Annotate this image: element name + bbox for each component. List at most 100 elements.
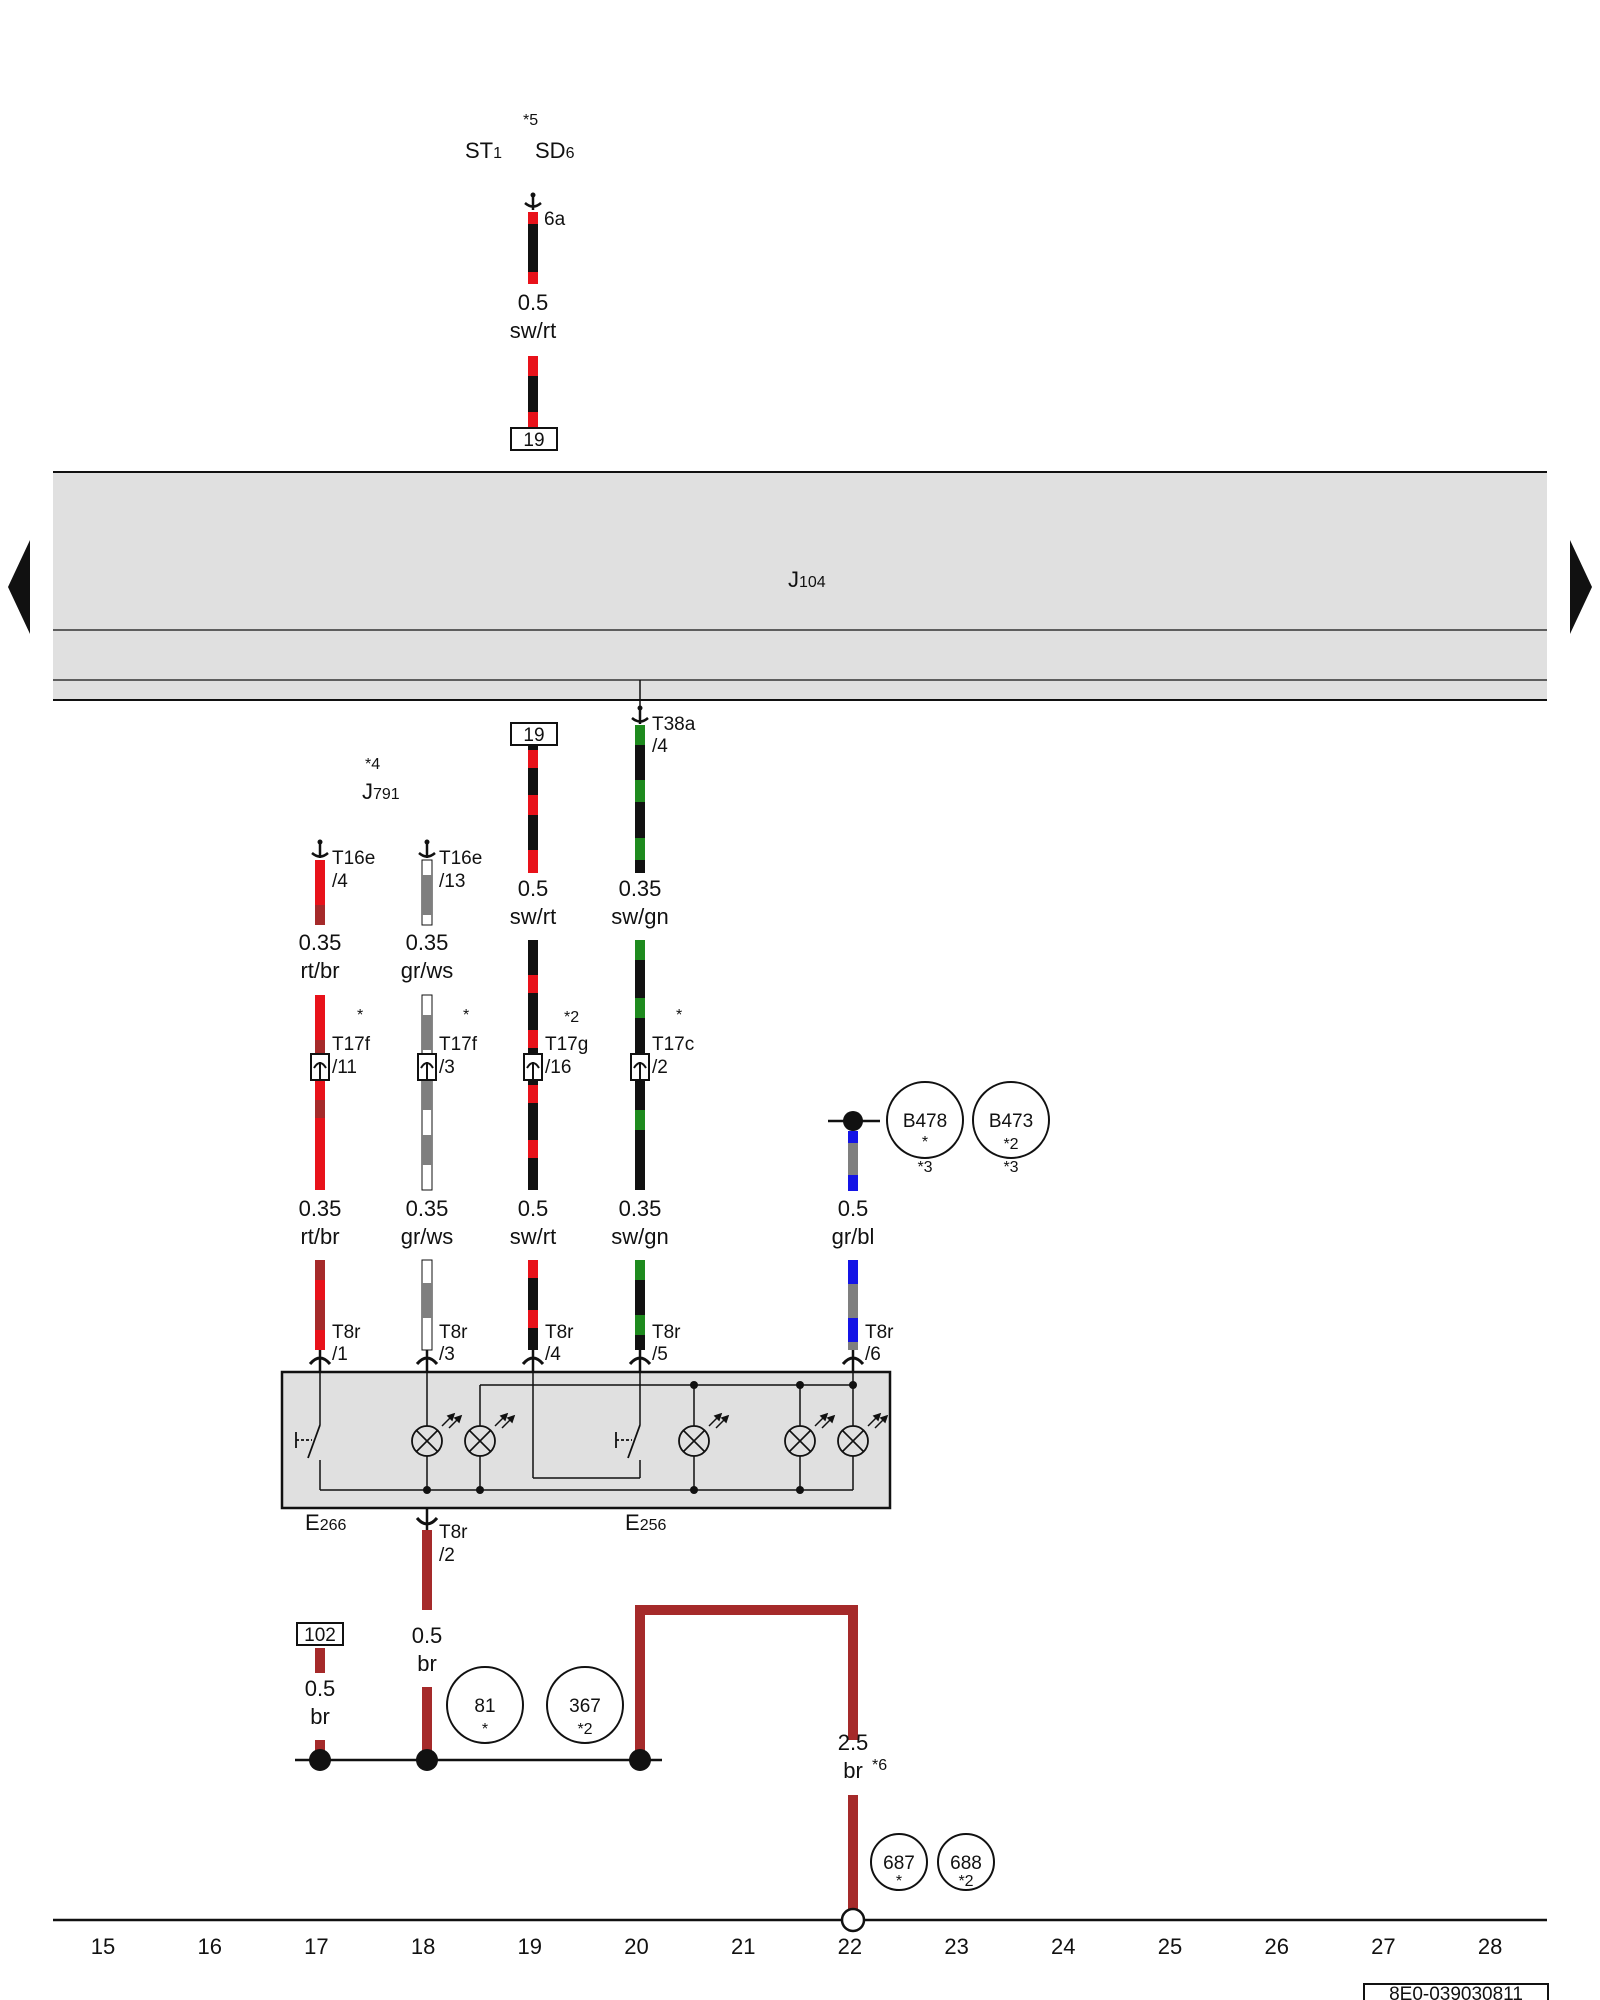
- t17f-3-pin: /3: [439, 1057, 455, 1078]
- b473-label: B473: [989, 1111, 1033, 1132]
- wire-20a-color: sw/gn: [611, 904, 668, 929]
- column-number: 17: [304, 1934, 328, 1959]
- ref-102: 102: [304, 1625, 336, 1646]
- arrow-left-icon[interactable]: [8, 540, 30, 634]
- wire-17b-color: rt/br: [300, 1224, 339, 1249]
- t8r-4-label: T8r: [545, 1322, 574, 1343]
- ground-81-star: *: [482, 1721, 488, 1738]
- e256-label: E256: [625, 1510, 666, 1535]
- wire-22-size: 0.5: [838, 1196, 869, 1221]
- ground-point-687: [870, 1833, 928, 1891]
- ref-19-top: 19: [523, 430, 544, 451]
- wire-18c-size: 0.5: [412, 1623, 443, 1648]
- ground-81-label: 81: [474, 1696, 495, 1717]
- control-unit-label: J104: [788, 567, 826, 592]
- column-number: 19: [518, 1934, 542, 1959]
- wire-20b-size: 0.35: [619, 1196, 662, 1221]
- wire-17a-color: rt/br: [300, 958, 339, 983]
- ground-688-label: 688: [950, 1853, 982, 1874]
- column-number: 16: [197, 1934, 221, 1959]
- e266-label: E266: [305, 1510, 346, 1535]
- t17f-11-label: T17f: [332, 1034, 371, 1055]
- t8r-3-pin: /3: [439, 1344, 455, 1365]
- t38a-label: T38a: [652, 714, 696, 735]
- wire-top-sw-rt: [528, 212, 538, 428]
- column-number: 18: [411, 1934, 435, 1959]
- t17g-16-pin: /16: [545, 1057, 571, 1078]
- wire-17c-color: br: [310, 1704, 330, 1729]
- wire-18a-size: 0.35: [406, 930, 449, 955]
- wire-18b-size: 0.35: [406, 1196, 449, 1221]
- t8r-top-connectors: [308, 1350, 865, 1372]
- switch-panel: [280, 1370, 892, 1510]
- pin-6a: 6a: [544, 209, 566, 230]
- ground-terminal: [840, 1907, 866, 1933]
- ground-687-label: 687: [883, 1853, 915, 1874]
- t17g-16-star: *2: [564, 1009, 579, 1026]
- wire-top-color: sw/rt: [510, 318, 556, 343]
- t8r-2-pin: /2: [439, 1545, 455, 1566]
- note-star5: *5: [523, 112, 538, 129]
- b478-star3: *3: [917, 1159, 932, 1176]
- t8r-6-pin: /6: [865, 1344, 881, 1365]
- t17f-3-label: T17f: [439, 1034, 478, 1055]
- wire-22g-size: 2.5: [838, 1730, 869, 1755]
- ground-367-label: 367: [569, 1696, 601, 1717]
- wire-17a-size: 0.35: [299, 930, 342, 955]
- connector-6a: [524, 192, 542, 210]
- t17c-2-star: *: [676, 1007, 682, 1024]
- t8r-3-label: T8r: [439, 1322, 468, 1343]
- ground-point-367: [546, 1666, 624, 1744]
- connector-t16e-13: [418, 839, 436, 858]
- terminal-st-label: ST1: [465, 138, 502, 163]
- column-number: 24: [1051, 1934, 1075, 1959]
- wire-19a-color: sw/rt: [510, 904, 556, 929]
- t8r-2-label: T8r: [439, 1522, 468, 1543]
- b478-label: B478: [903, 1111, 947, 1132]
- b478-star: *: [922, 1134, 928, 1151]
- wire-19-sw-rt: [528, 745, 538, 1350]
- wire-22g-color: br: [843, 1758, 863, 1783]
- connector-t8r-2: [415, 1508, 439, 1530]
- connector-t17f-3: [417, 1053, 437, 1081]
- ground-367-star: *2: [577, 1721, 592, 1738]
- ground-point-81: [446, 1666, 524, 1744]
- wire-18a-color: gr/ws: [401, 958, 454, 983]
- b473-star3: *3: [1003, 1159, 1018, 1176]
- arrow-right-icon[interactable]: [1570, 540, 1592, 634]
- ref-19-mid: 19: [523, 725, 544, 746]
- note-star4: *4: [365, 756, 380, 773]
- column-number: 15: [91, 1934, 115, 1959]
- connector-t38a: [631, 705, 649, 724]
- t17f-3-star: *: [463, 1007, 469, 1024]
- ground-junctions: [309, 1749, 651, 1771]
- j791-label: J791: [362, 779, 400, 804]
- wire-top-size: 0.5: [518, 290, 549, 315]
- column-number: 26: [1264, 1934, 1288, 1959]
- t17f-11-star: *: [357, 1007, 363, 1024]
- connection-b473: [972, 1081, 1050, 1159]
- column-number: 27: [1371, 1934, 1395, 1959]
- ground-point-688: [937, 1833, 995, 1891]
- b473-star2: *2: [1003, 1136, 1018, 1153]
- control-unit-j104: [53, 471, 1547, 701]
- wire-20a-size: 0.35: [619, 876, 662, 901]
- wire-18c-color: br: [417, 1651, 437, 1676]
- wire-19a-size: 0.5: [518, 876, 549, 901]
- wire-17c-size: 0.5: [305, 1676, 336, 1701]
- column-number: 21: [731, 1934, 755, 1959]
- t8r-5-label: T8r: [652, 1322, 681, 1343]
- column-number: 22: [838, 1934, 862, 1959]
- ref-box-19-top: [510, 427, 558, 451]
- wire-22-gr-bl: [848, 1131, 858, 1350]
- connection-b478: [886, 1081, 964, 1159]
- ref-box-102: [296, 1622, 344, 1646]
- wire-20-sw-gn: [635, 725, 645, 1350]
- t16e-4-label: T16e: [332, 848, 375, 869]
- wire-18-gr-ws: [421, 859, 433, 1351]
- column-number: 28: [1478, 1934, 1502, 1959]
- t17f-11-pin: /11: [332, 1057, 357, 1078]
- connector-t17g-16: [523, 1053, 543, 1081]
